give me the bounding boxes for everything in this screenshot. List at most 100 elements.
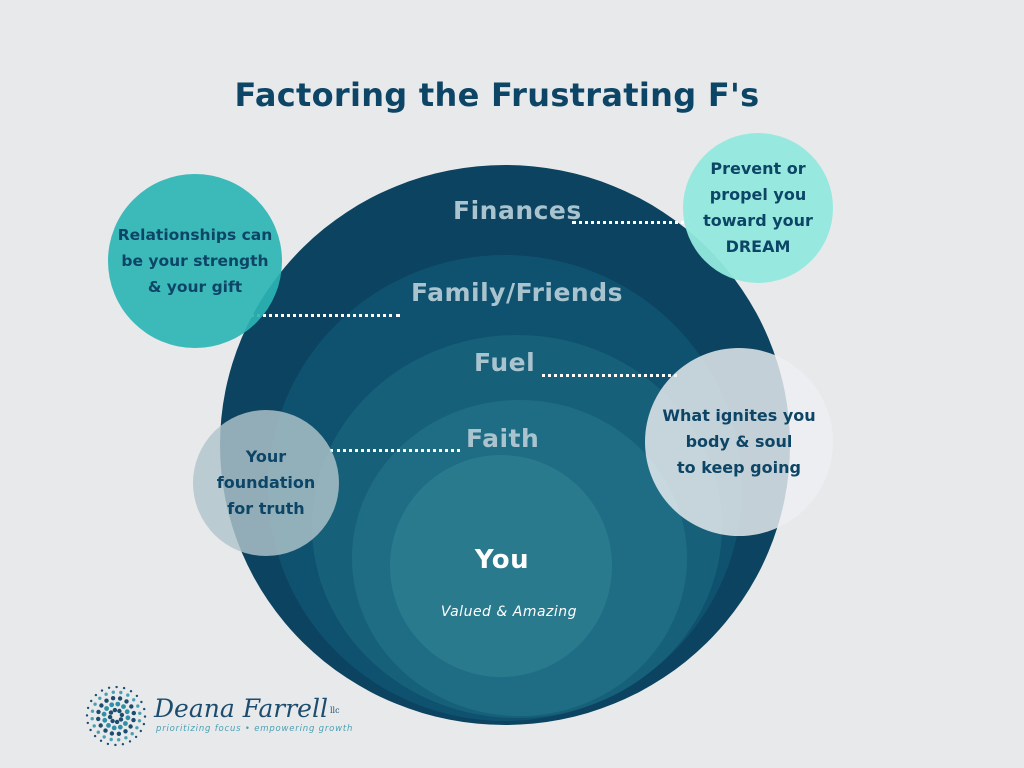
- flower-dot: [143, 715, 147, 718]
- flower-dot: [121, 743, 125, 746]
- flower-dot: [117, 724, 123, 730]
- flower-dot: [119, 712, 125, 718]
- flower-dot: [116, 731, 122, 736]
- flower-dot: [114, 719, 120, 725]
- finances-label: Finances: [453, 196, 582, 225]
- flower-dot: [134, 735, 138, 739]
- flower-dot: [103, 728, 108, 733]
- flower-dot: [85, 714, 89, 717]
- flower-dot: [98, 696, 102, 700]
- flower-dot: [86, 706, 90, 710]
- flower-dot: [126, 693, 130, 697]
- flower-dot: [118, 717, 124, 722]
- flower-dot: [111, 725, 117, 731]
- ring-you: [390, 455, 612, 677]
- flower-dot: [109, 731, 115, 736]
- flower-dot: [122, 686, 126, 690]
- flower-dot: [121, 704, 126, 709]
- flower-dot: [128, 740, 132, 743]
- flower-dot: [124, 709, 130, 715]
- flower-dot: [99, 739, 103, 742]
- flower-dot: [135, 694, 139, 698]
- flower-dot: [107, 714, 113, 720]
- flower-dot: [106, 723, 111, 728]
- flower-dot: [117, 738, 121, 742]
- flower-dot: [104, 706, 109, 711]
- flower-dot: [109, 702, 115, 708]
- flower-dot: [96, 730, 100, 734]
- flower-dot: [132, 698, 136, 702]
- flower-dot: [111, 690, 115, 694]
- flower-dot: [128, 724, 133, 729]
- you-subtitle: Valued & Amazing: [440, 604, 578, 620]
- flower-dot: [131, 717, 136, 723]
- flower-dot: [130, 732, 134, 736]
- flower-dot: [137, 719, 142, 723]
- flower-dot: [131, 710, 136, 716]
- faith-connector: [330, 449, 460, 452]
- flower-dot: [136, 704, 140, 708]
- family-friends-label: Family/Friends: [411, 278, 624, 307]
- flower-dot: [115, 701, 121, 707]
- flower-dot: [98, 723, 103, 728]
- finances-connector: [572, 221, 692, 224]
- flower-dot: [102, 717, 108, 723]
- flower-dot: [114, 743, 117, 746]
- flower-dot: [100, 689, 104, 692]
- faith-bubble: Your foundation for truth: [193, 410, 339, 556]
- flower-dot: [124, 699, 129, 704]
- flower-dot: [119, 690, 123, 695]
- dream-bubble: Prevent or propel you toward your DREAM: [683, 133, 833, 283]
- logo-tagline: prioritizing focus • empowering growth: [156, 724, 354, 734]
- flower-dot: [123, 729, 128, 734]
- you-label: You: [474, 545, 530, 575]
- flower-dot: [96, 709, 101, 715]
- fuel-connector: [542, 374, 677, 377]
- flower-dot: [102, 735, 106, 739]
- flower-dot: [125, 715, 131, 721]
- logo-suffix: llc: [329, 706, 340, 715]
- flower-dot: [96, 716, 101, 722]
- flower-dot: [129, 690, 133, 693]
- fuel-label: Fuel: [474, 348, 536, 377]
- flower-dot: [109, 737, 113, 742]
- flower-dot: [99, 703, 104, 708]
- flower-dot: [94, 693, 98, 697]
- flower-dot: [104, 692, 108, 696]
- fuel-bubble: What ignites you body & soul to keep goi…: [645, 348, 833, 536]
- logo-name-text: Deana Farrell: [154, 694, 328, 723]
- flower-dot: [123, 721, 128, 726]
- flower-dot: [139, 729, 142, 733]
- flower-dot: [112, 707, 118, 713]
- dream-bubble-text: Prevent or propel you toward your DREAM: [703, 159, 813, 256]
- flower-dot: [108, 710, 114, 715]
- flower-dot: [90, 709, 95, 713]
- flower-dot: [135, 726, 139, 730]
- flower-dot: [101, 711, 107, 717]
- family-connector: [250, 314, 400, 317]
- flower-dot: [89, 728, 92, 732]
- flower-dot: [93, 702, 97, 706]
- flower-dot: [90, 699, 93, 703]
- flower-dot: [90, 717, 94, 721]
- relationships-bubble: Relationships can be your strength & you…: [108, 174, 282, 348]
- flower-dot: [110, 718, 115, 724]
- flower-dot: [86, 721, 89, 725]
- flower-dot: [106, 742, 110, 746]
- flower-dot: [92, 724, 96, 728]
- flower-dot: [104, 698, 109, 703]
- flower-dot: [93, 734, 97, 738]
- flower-dot: [138, 711, 142, 715]
- flower-dot: [140, 700, 143, 704]
- flower-mark-icon: [85, 686, 147, 746]
- flower-dot: [117, 708, 122, 714]
- flower-dot: [142, 722, 146, 726]
- flower-dot: [143, 707, 146, 711]
- fuel-bubble-text: What ignites you body & soul to keep goi…: [662, 406, 816, 477]
- flower-dot: [110, 696, 116, 701]
- flower-dot: [129, 704, 134, 709]
- faith-label: Faith: [466, 424, 540, 453]
- flower-dot: [107, 686, 111, 689]
